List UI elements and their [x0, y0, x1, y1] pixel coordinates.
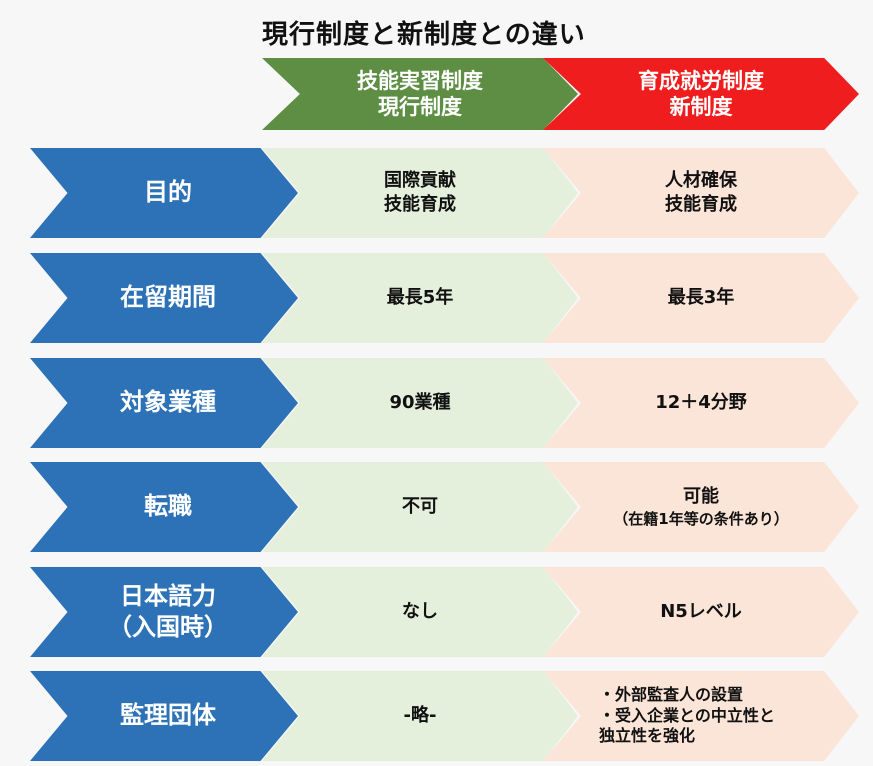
header-current-system: 技能実習制度 現行制度	[262, 58, 578, 130]
cell-text: 90業種	[389, 391, 451, 413]
header-current-line2: 現行制度	[378, 95, 462, 119]
cell-text: 人材確保	[665, 169, 737, 191]
cell-new-purpose: 人材確保 技能育成	[543, 148, 859, 238]
cell-text: -略-	[403, 704, 437, 726]
cell-text: 技能育成	[384, 194, 456, 215]
cell-text: 最長3年	[667, 286, 735, 308]
cell-current-job-change: 不可	[262, 462, 578, 552]
cell-text: N5レベル	[660, 600, 742, 622]
row-label-text: 目的	[144, 178, 192, 207]
cell-new-supervising-org: ・外部監査人の設置 ・受入企業との中立性と 独立性を強化	[543, 671, 859, 761]
row-label-industries: 対象業種	[30, 358, 298, 448]
cell-text: 12＋4分野	[655, 391, 747, 413]
row-label-japanese-ability: 日本語力 （入国時）	[30, 567, 298, 657]
cell-text: 不可	[402, 495, 438, 517]
cell-text: 国際貢献	[384, 169, 456, 191]
cell-current-supervising-org: -略-	[262, 671, 578, 761]
cell-text: 技能育成	[665, 194, 737, 215]
row-label-stay-period: 在留期間	[30, 253, 298, 343]
bullet-item: 独立性を強化	[599, 726, 696, 746]
row-label-text: （入国時）	[108, 613, 228, 641]
cell-new-industries: 12＋4分野	[543, 358, 859, 448]
row-label-supervising-org: 監理団体	[30, 671, 298, 761]
bullet-item: ・受入企業との中立性と	[599, 705, 775, 725]
header-new-line1: 育成就労制度	[638, 68, 764, 93]
row-label-text: 対象業種	[120, 388, 216, 417]
row-label-job-change: 転職	[30, 462, 298, 552]
cell-current-japanese-ability: なし	[262, 567, 578, 657]
header-new-line2: 新制度	[669, 95, 733, 119]
row-label-text: 在留期間	[120, 283, 216, 312]
cell-new-japanese-ability: N5レベル	[543, 567, 859, 657]
bullet-item: ・外部監査人の設置	[599, 684, 744, 704]
header-new-system: 育成就労制度 新制度	[543, 58, 859, 130]
cell-current-stay-period: 最長5年	[262, 253, 578, 343]
cell-text: なし	[402, 600, 438, 622]
cell-current-purpose: 国際貢献 技能育成	[262, 148, 578, 238]
cell-new-job-change: 可能 （在籍1年等の条件あり）	[543, 462, 859, 552]
cell-note: （在籍1年等の条件あり）	[613, 510, 789, 529]
row-label-text: 転職	[144, 492, 192, 521]
cell-text: 可能	[682, 485, 719, 507]
row-label-purpose: 目的	[30, 148, 298, 238]
cell-new-stay-period: 最長3年	[543, 253, 859, 343]
row-label-text: 日本語力	[120, 581, 216, 610]
diagram-title: 現行制度と新制度との違い	[262, 20, 586, 50]
row-label-text: 監理団体	[120, 701, 216, 730]
cell-current-industries: 90業種	[262, 358, 578, 448]
cell-text: 最長5年	[386, 286, 454, 308]
header-current-line1: 技能実習制度	[357, 68, 483, 93]
